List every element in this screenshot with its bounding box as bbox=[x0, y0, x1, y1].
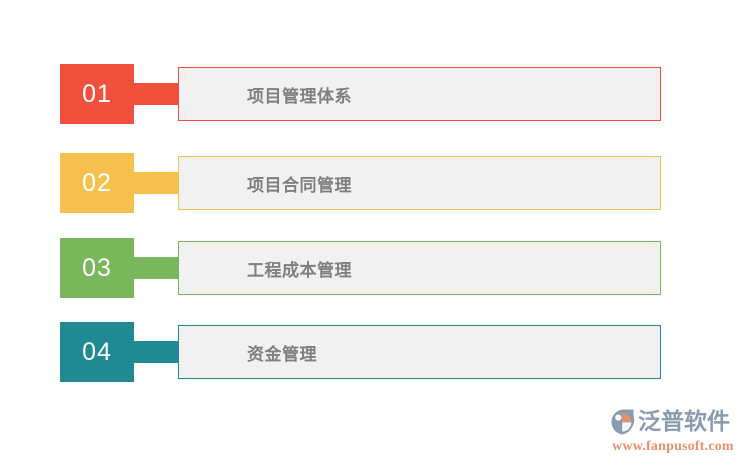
step-title: 工程成本管理 bbox=[247, 260, 352, 281]
process-row: 01 项目管理体系 bbox=[0, 64, 743, 124]
step-number-label: 04 bbox=[82, 337, 112, 366]
step-title: 资金管理 bbox=[247, 344, 317, 365]
fanpu-leaf-logo-icon bbox=[609, 408, 637, 436]
step-panel: 资金管理 bbox=[178, 325, 661, 379]
step-panel: 项目合同管理 bbox=[178, 156, 661, 210]
step-number-label: 03 bbox=[82, 253, 112, 282]
step-title: 项目管理体系 bbox=[247, 86, 352, 107]
process-row: 02 项目合同管理 bbox=[0, 153, 743, 213]
step-number-label: 01 bbox=[82, 79, 112, 108]
step-number-block: 03 bbox=[60, 238, 134, 298]
watermark-url-text: www.fanpusoft.com bbox=[612, 439, 734, 454]
process-row: 03 工程成本管理 bbox=[0, 238, 743, 298]
step-title: 项目合同管理 bbox=[247, 175, 352, 196]
step-number-block: 01 bbox=[60, 64, 134, 124]
step-number-block: 02 bbox=[60, 153, 134, 213]
process-row: 04 资金管理 bbox=[0, 322, 743, 382]
watermark-brand-line: 泛普软件 bbox=[609, 406, 737, 438]
step-number-block: 04 bbox=[60, 322, 134, 382]
step-panel: 项目管理体系 bbox=[178, 67, 661, 121]
step-number-label: 02 bbox=[82, 168, 112, 197]
watermark-logo: 泛普软件 www.fanpusoft.com bbox=[609, 406, 737, 458]
step-panel: 工程成本管理 bbox=[178, 241, 661, 295]
watermark-brand-text: 泛普软件 bbox=[638, 408, 730, 435]
